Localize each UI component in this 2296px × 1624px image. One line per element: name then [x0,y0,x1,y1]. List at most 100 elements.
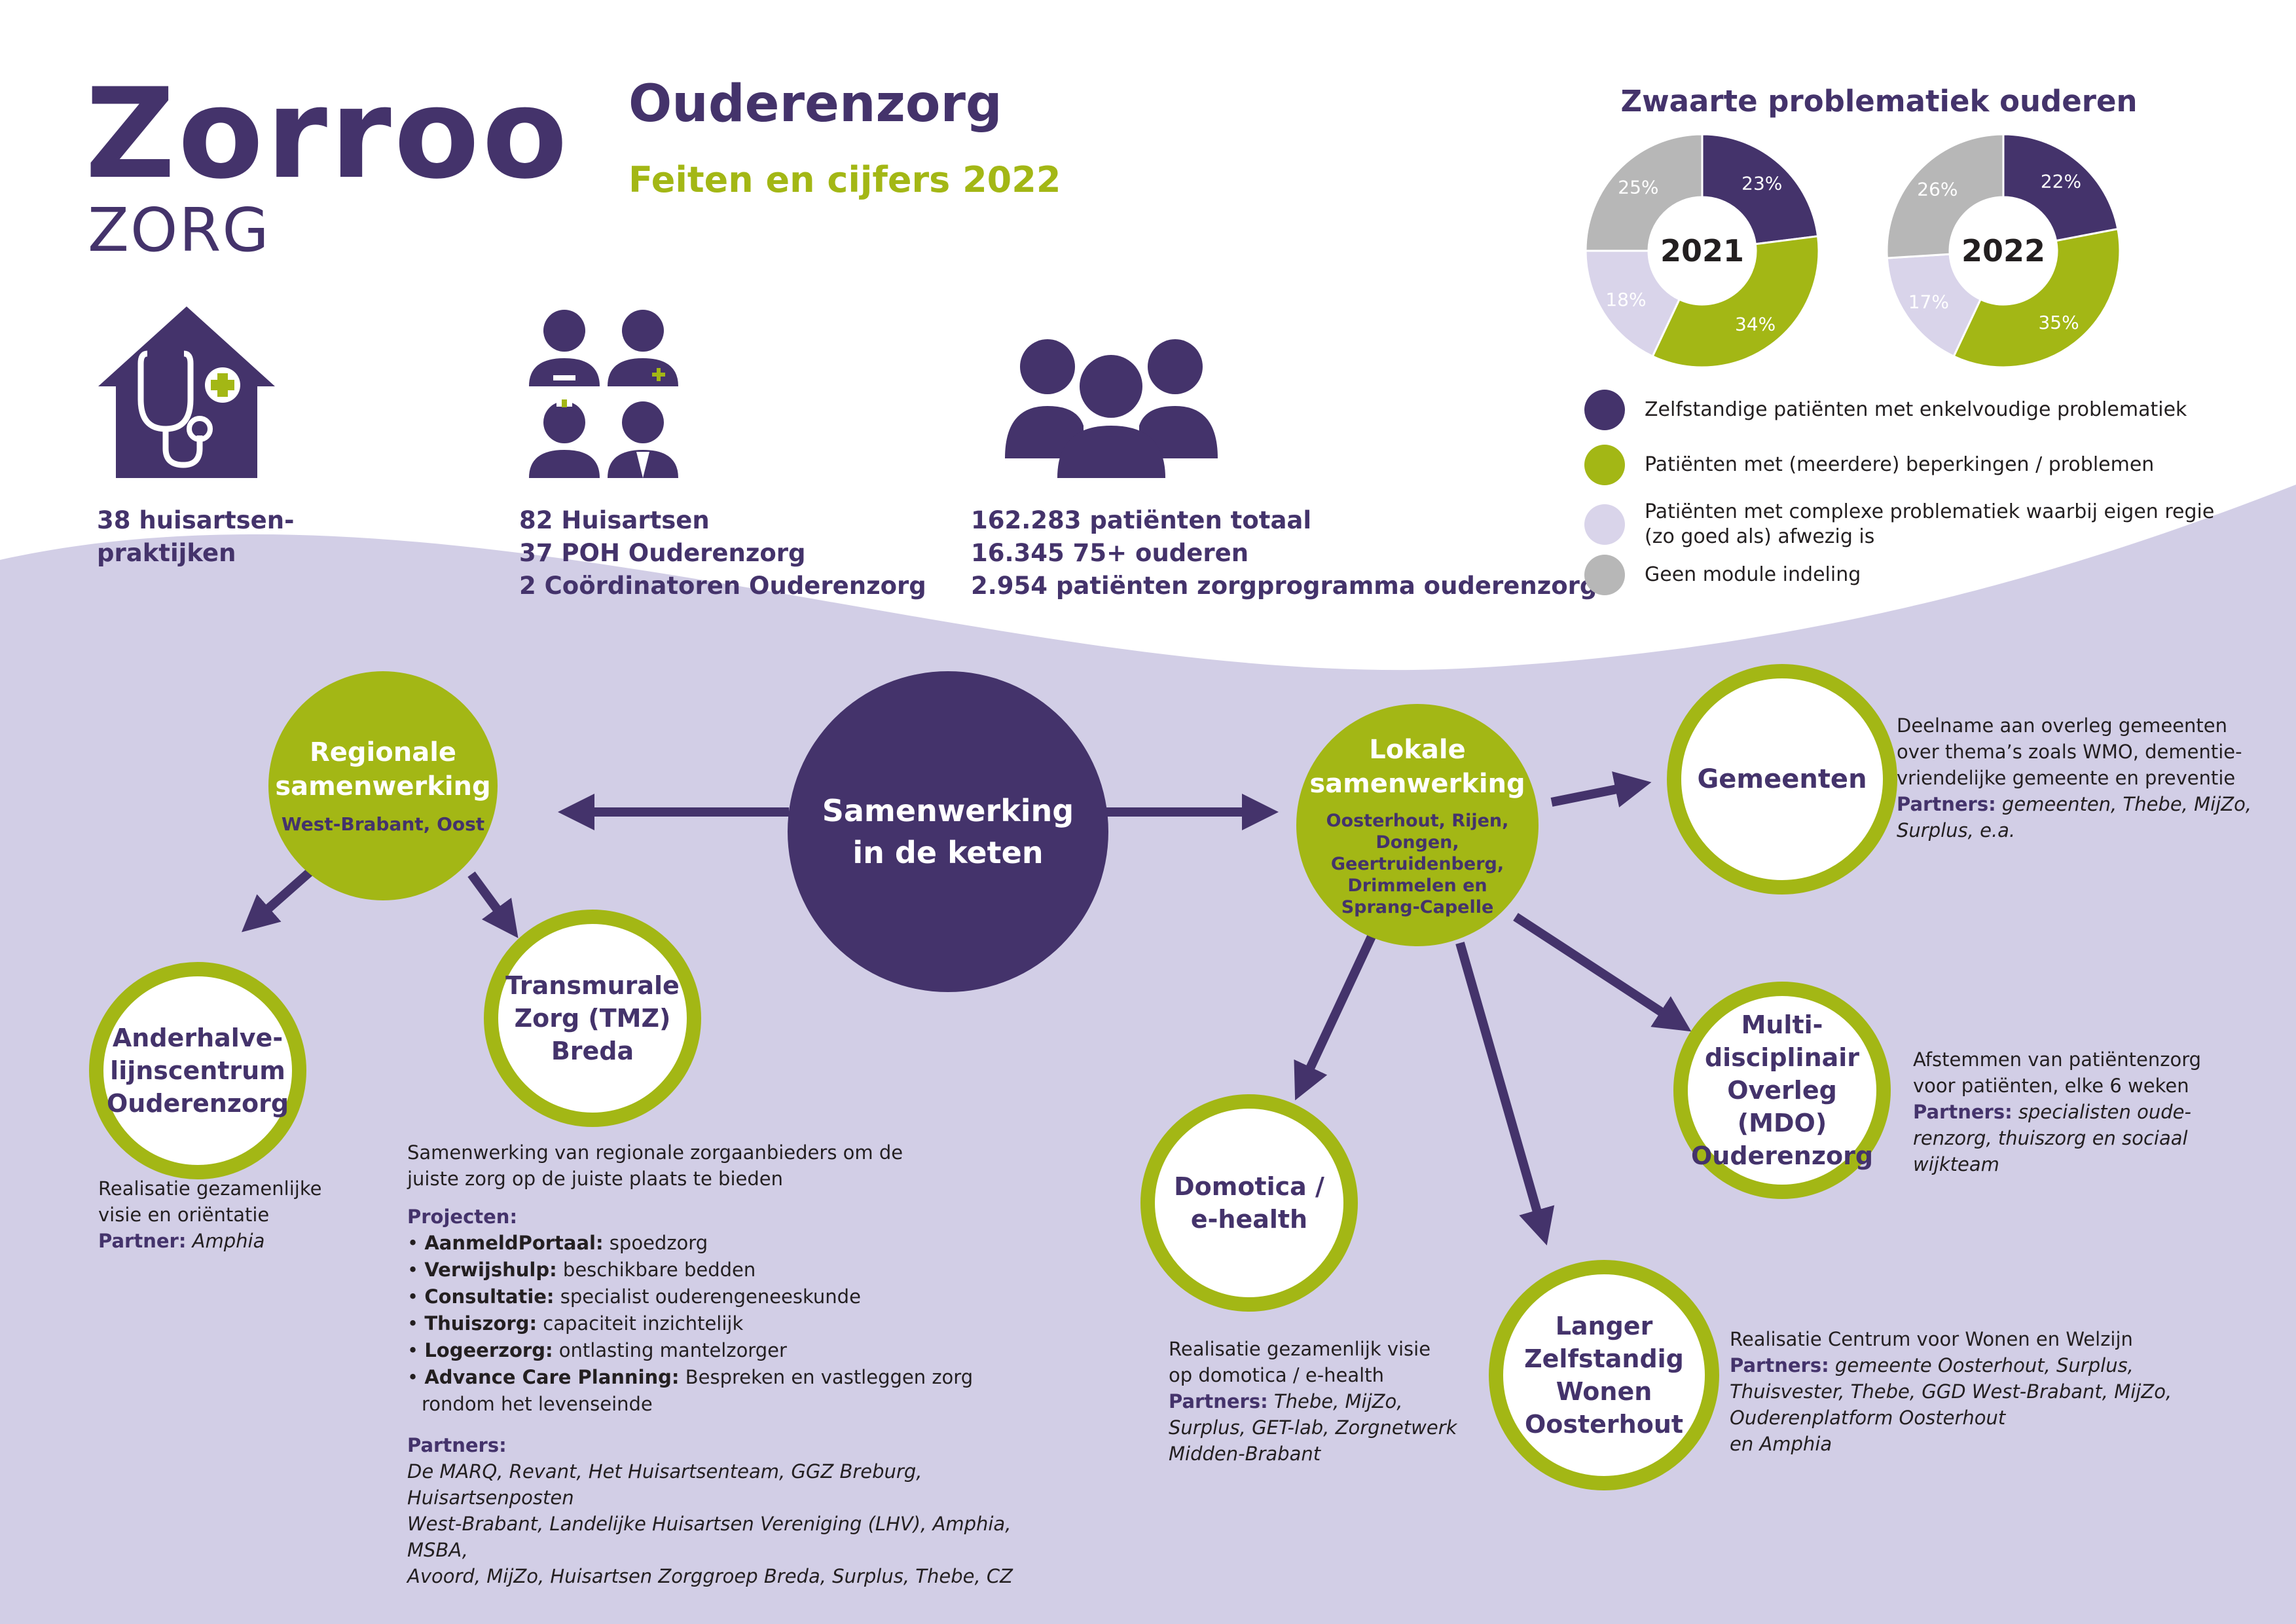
donut-2022: 22% 35% 17% 26% [1886,133,2121,369]
tmz-title-1: Transmurale [505,971,680,1000]
donut-slice-label: 22% [2041,171,2081,193]
anderhalve-title-2: lijnscentrum [110,1056,285,1085]
donut-slice-label: 23% [1741,172,1782,194]
domotica-partners: Partners: Thebe, MijZo, [1169,1388,1457,1414]
legend-label-3-line-2: (zo goed als) afwezig is [1645,525,1875,548]
arrow-local-langer [1455,942,1555,1246]
domotica-partners-2: Surplus, GET-lab, Zorgnetwerk [1169,1416,1457,1439]
stat-patients-line-2: 16.345 75+ ouderen [971,539,1249,567]
langer-partners-4: en Amphia [1730,1433,1832,1455]
gemeenten-label: Gemeenten [1674,671,1890,887]
langer-partners-3: Ouderenplatform Oosterhout [1730,1407,2006,1429]
page-subtitle: Feiten en cijfers 2022 [629,159,1061,200]
arrow-local-mdo [1513,913,1692,1032]
tmz-partners-1: De MARQ, Revant, Het Huisartsenteam, GGZ… [407,1460,922,1509]
project-item: • Consultatie: specialist ouderengeneesk… [407,1285,861,1308]
donut-slice-2021-1 [1701,133,1819,246]
arrow-regional-tmz [467,871,519,938]
domotica-desc-2: op domotica / e-health [1169,1364,1384,1386]
page-title: Ouderenzorg [629,75,1002,134]
project-text: capaciteit inzichtelijk [537,1312,744,1335]
anderhalve-title-3: Ouderenzorg [106,1089,289,1118]
donut-slice-2022-4 [1886,133,2005,259]
donut-slice-label: 26% [1917,179,1958,200]
legend-dot-lavender [1584,504,1625,545]
local-sub-2: Geertruidenberg, [1330,853,1504,874]
anderhalve-desc: Realisatie gezamenlijke visie en oriënta… [98,1175,321,1254]
donut-center-year: 2021 [1660,233,1744,268]
regional-title-1: Regionale [309,737,457,767]
local-label: Lokale samenwerking Oosterhout, Rijen, D… [1296,704,1539,946]
local-sub: Oosterhout, Rijen, Dongen, Geertruidenbe… [1296,810,1539,918]
langer-partners-1: gemeente Oosterhout, Surplus, [1829,1354,2134,1376]
logo-sub: ZORG [88,195,270,265]
arrow-local-domotica [1294,934,1376,1101]
legend-item-3: Patiënten met complexe problematiek waar… [1584,500,2214,549]
anderhalve-title-1: Anderhalve- [112,1024,283,1052]
house-stethoscope-icon [98,306,275,478]
stat-practices-line-2: praktijken [97,539,236,567]
stat-staff-line-2: 37 POH Ouderenzorg [519,539,806,567]
stat-patients-line-1: 162.283 patiënten totaal [971,506,1312,534]
langer-title-2: Zelfstandig [1524,1344,1684,1373]
langer-partners: Partners: gemeente Oosterhout, Surplus, [1730,1352,2172,1378]
center-title-1: Samenwerking [822,793,1074,828]
chart-title: Zwaarte problematiek ouderen [1620,84,2138,119]
circle-local [1296,704,1539,946]
project-item: • Logeerzorg: ontlasting mantelzorger [407,1339,787,1361]
langer-title-4: Oosterhout [1524,1410,1684,1439]
tmz-label: Transmurale Zorg (TMZ) Breda [491,917,694,1120]
center-label: Samenwerking in de keten [788,671,1108,992]
local-title-2: samenwerking [1309,768,1525,799]
domotica-title-1: Domotica / [1174,1172,1324,1201]
legend-label-4: Geen module indeling [1645,563,1861,586]
project-tail-text: rondom het levenseinde [422,1393,653,1415]
langer-title-1: Langer [1555,1312,1653,1340]
anderhalve-desc-2: visie en oriëntatie [98,1204,270,1226]
donut-slice-2021-4 [1584,133,1704,252]
mdo-partners: Partners: specialisten oude- [1913,1099,2201,1125]
project-name: Logeerzorg: [424,1339,553,1361]
domotica-partners-label: Partners: [1169,1390,1268,1412]
tmz-partners-3: Avoord, MijZo, Huisartsen Zorggroep Bred… [407,1565,1013,1587]
project-text: specialist ouderengeneeskunde [554,1285,861,1308]
gemeenten-partners: Partners: gemeenten, Thebe, MijZo, [1897,791,2251,817]
mdo-title-4: Ouderenzorg [1690,1141,1874,1170]
donut-slice-2021-2 [1651,235,1820,369]
logo-word: Zorroo [85,62,570,206]
domotica-label: Domotica / e-health [1148,1101,1351,1304]
domotica-partners-3: Midden-Brabant [1169,1443,1321,1465]
arrow-local-gemeenten [1550,771,1652,807]
gemeenten-title: Gemeenten [1697,764,1867,794]
donut-slice-label: 17% [1908,291,1949,313]
tmz-projects-list: • AanmeldPortaal: spoedzorg • Verwijshul… [407,1230,1062,1418]
project-item: • Thuiszorg: capaciteit inzichtelijk [407,1312,744,1335]
project-name: Consultatie: [424,1285,555,1308]
legend-dot-grey [1584,555,1625,595]
circle-anderhalve [89,962,306,1179]
project-item-tail: rondom het levenseinde [407,1391,1062,1418]
legend-label-3: Patiënten met complexe problematiek waar… [1645,500,2214,549]
tmz-title-2: Zorg (TMZ) [514,1004,671,1033]
legend-dot-green [1584,445,1625,485]
donut-slice-label: 34% [1735,314,1776,335]
mdo-partners-label: Partners: [1913,1101,2013,1123]
mdo-title-2: disciplinair [1704,1043,1860,1072]
project-text: beschikbare bedden [556,1259,756,1281]
tmz-partners-2: West-Brabant, Landelijke Huisartsen Vere… [407,1513,1011,1561]
doctors-icon [529,310,678,478]
tmz-desc-2: juiste zorg op de juiste plaats te biede… [407,1168,783,1190]
donut-slice-label: 18% [1605,289,1646,310]
donut-slice-2021-3 [1584,249,1681,358]
gemeenten-desc-1: Deelname aan overleg gemeenten [1897,714,2228,737]
legend-item-4: Geen module indeling [1584,555,1861,595]
donut-slice-label: 35% [2038,312,2079,333]
project-text: ontlasting mantelzorger [553,1339,787,1361]
donut-center-year: 2022 [1961,233,2045,268]
legend-item-2: Patiënten met (meerdere) beperkingen / p… [1584,445,2154,485]
legend-label-1: Zelfstandige patiënten met enkelvoudige … [1645,398,2187,421]
stat-patients: 162.283 patiënten totaal 16.345 75+ oude… [971,504,1597,602]
mdo-desc-1: Afstemmen van patiëntenzorg [1913,1048,2202,1071]
donut-slice-label: 25% [1618,176,1658,198]
